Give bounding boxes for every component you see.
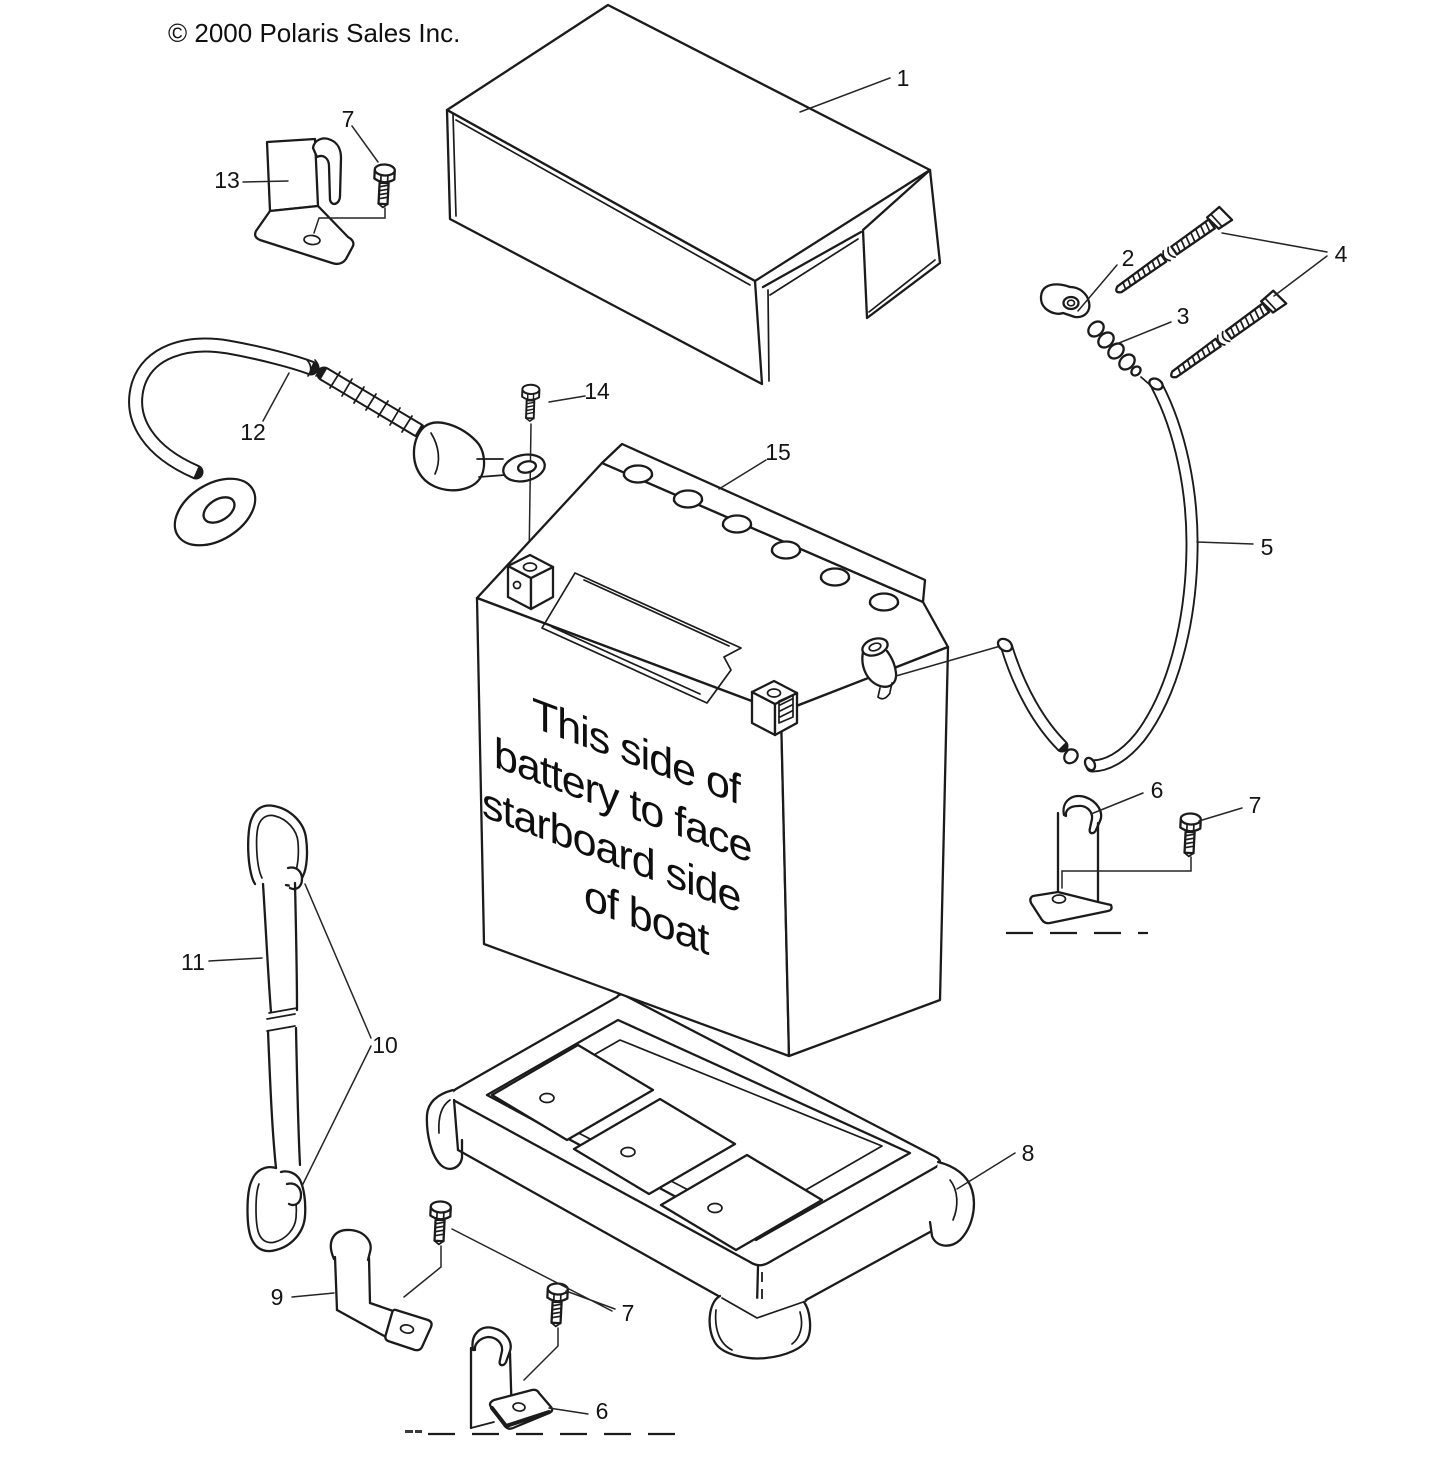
callout-3: 3 bbox=[1177, 303, 1190, 329]
callout-1: 1 bbox=[897, 65, 910, 91]
battery-strap-11 bbox=[246, 804, 309, 1253]
callout-5: 5 bbox=[1261, 534, 1274, 560]
callout-11: 11 bbox=[181, 949, 205, 975]
callout-9: 9 bbox=[271, 1284, 284, 1310]
callout-2: 2 bbox=[1122, 245, 1135, 271]
battery-cover bbox=[445, 3, 942, 386]
copyright-text: © 2000 Polaris Sales Inc. bbox=[168, 18, 460, 48]
bracket-9 bbox=[329, 1228, 433, 1352]
callout-7-right: 7 bbox=[1249, 792, 1262, 818]
leader-lines bbox=[208, 77, 1328, 1415]
screw-7-bottom-a bbox=[403, 1199, 453, 1298]
vent-connector-3 bbox=[1087, 320, 1150, 385]
callout-8: 8 bbox=[1022, 1140, 1035, 1166]
hold-down-bracket-6-bottom bbox=[469, 1326, 554, 1430]
callout-6-right: 6 bbox=[1151, 777, 1164, 803]
callout-4: 4 bbox=[1335, 241, 1348, 267]
hold-down-bracket-6-right bbox=[1029, 794, 1113, 925]
callout-15: 15 bbox=[765, 439, 791, 465]
vent-elbow-fitting-2 bbox=[1039, 283, 1091, 319]
bracket-13 bbox=[253, 137, 355, 266]
callout-14: 14 bbox=[584, 378, 610, 404]
vent-tube-5 bbox=[895, 377, 1199, 773]
callout-7-bottom: 7 bbox=[622, 1300, 635, 1326]
callout-12: 12 bbox=[240, 419, 266, 445]
terminal-screw-14 bbox=[502, 383, 546, 563]
screw-7-bottom-b bbox=[523, 1281, 570, 1381]
terminal-hatch bbox=[778, 694, 794, 724]
battery-15: This side of battery to face starboard s… bbox=[475, 442, 950, 1058]
callout-13: 13 bbox=[214, 167, 240, 193]
battery-vent-elbow bbox=[861, 637, 898, 700]
callout-10: 10 bbox=[372, 1032, 398, 1058]
screw-7-topleft bbox=[313, 162, 397, 234]
callout-7-topleft: 7 bbox=[342, 106, 355, 132]
battery-cable-12 bbox=[128, 337, 506, 547]
screw-7-right bbox=[1061, 811, 1203, 889]
callout-6-bottom: 6 bbox=[596, 1398, 609, 1424]
illegible-micro-mark bbox=[405, 1430, 422, 1433]
battery-tray-8 bbox=[425, 993, 976, 1360]
